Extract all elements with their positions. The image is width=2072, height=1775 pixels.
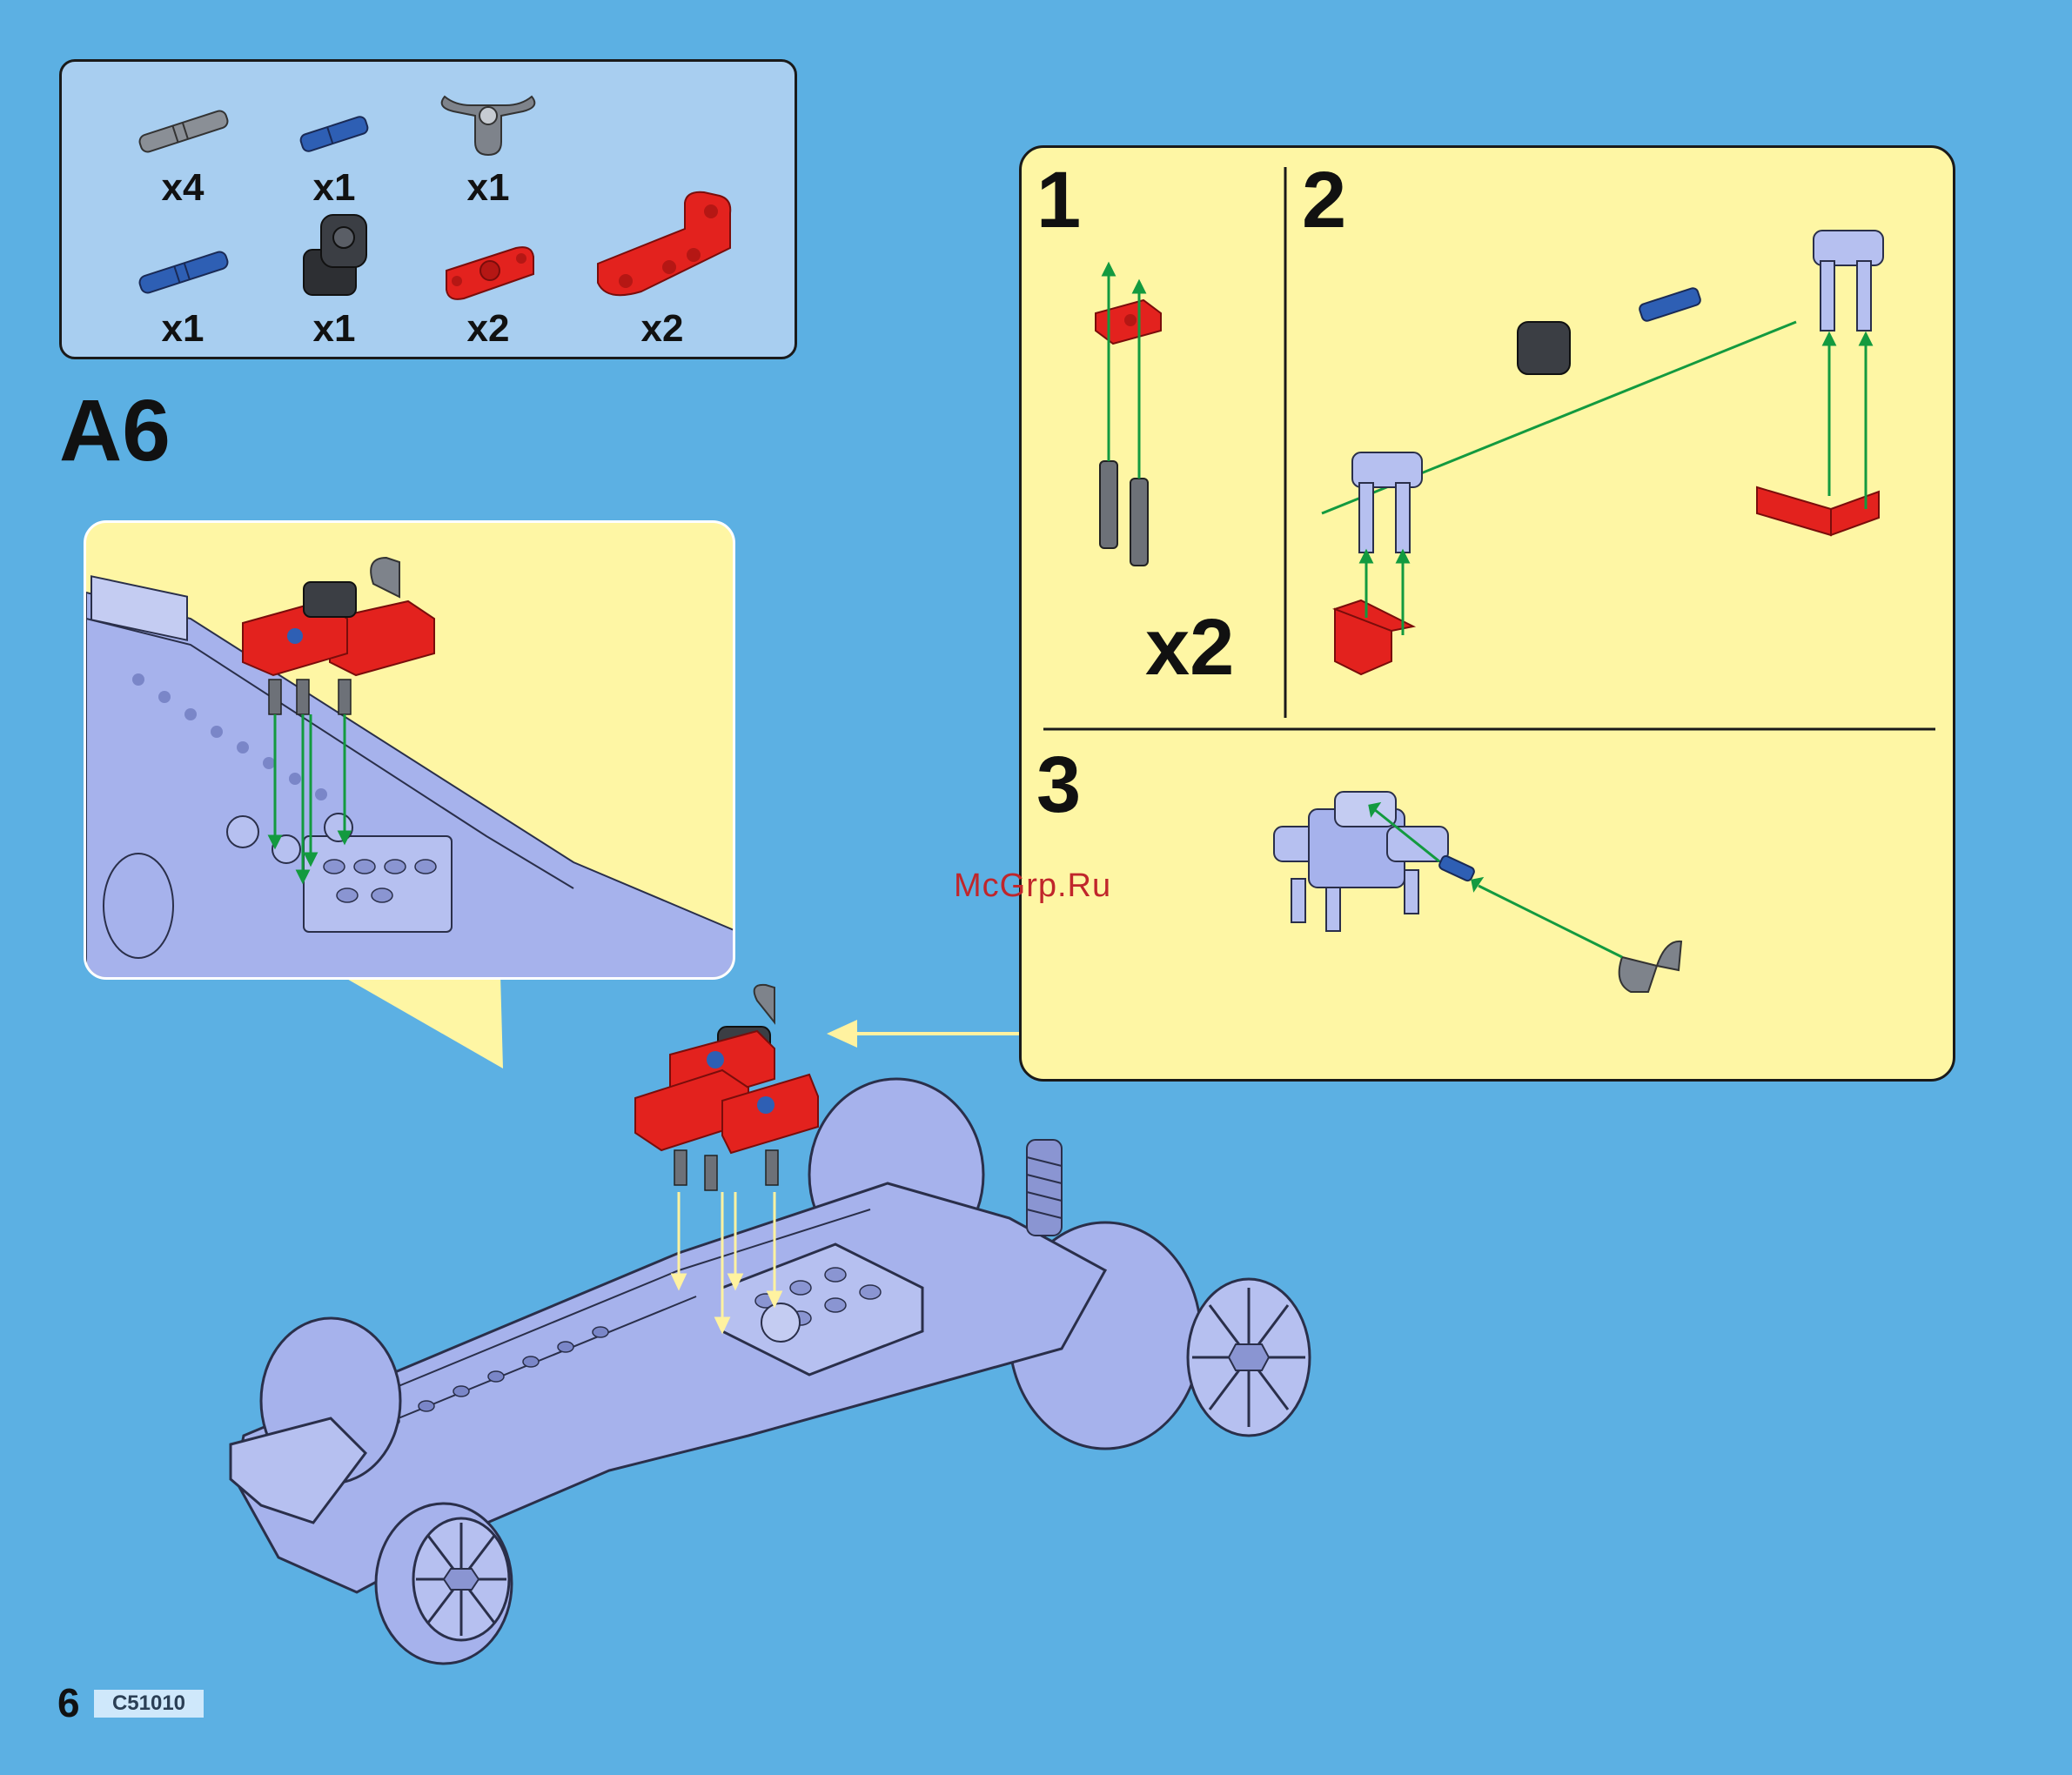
watermark-text: McGrp.Ru [954, 867, 1111, 905]
substep-3-number: 3 [1036, 740, 1081, 831]
substep-1-number: 1 [1036, 155, 1081, 246]
substep-1-illustration [1083, 261, 1222, 748]
substep-3-illustration [1265, 783, 1753, 1070]
subassembly-panel: 1 2 3 x2 [1019, 145, 1955, 1082]
arrow-to-assembly [827, 1020, 857, 1048]
product-code-badge: C51010 [94, 1690, 204, 1718]
substep-2-illustration [1309, 209, 1935, 696]
page-number: 6 [57, 1679, 80, 1726]
